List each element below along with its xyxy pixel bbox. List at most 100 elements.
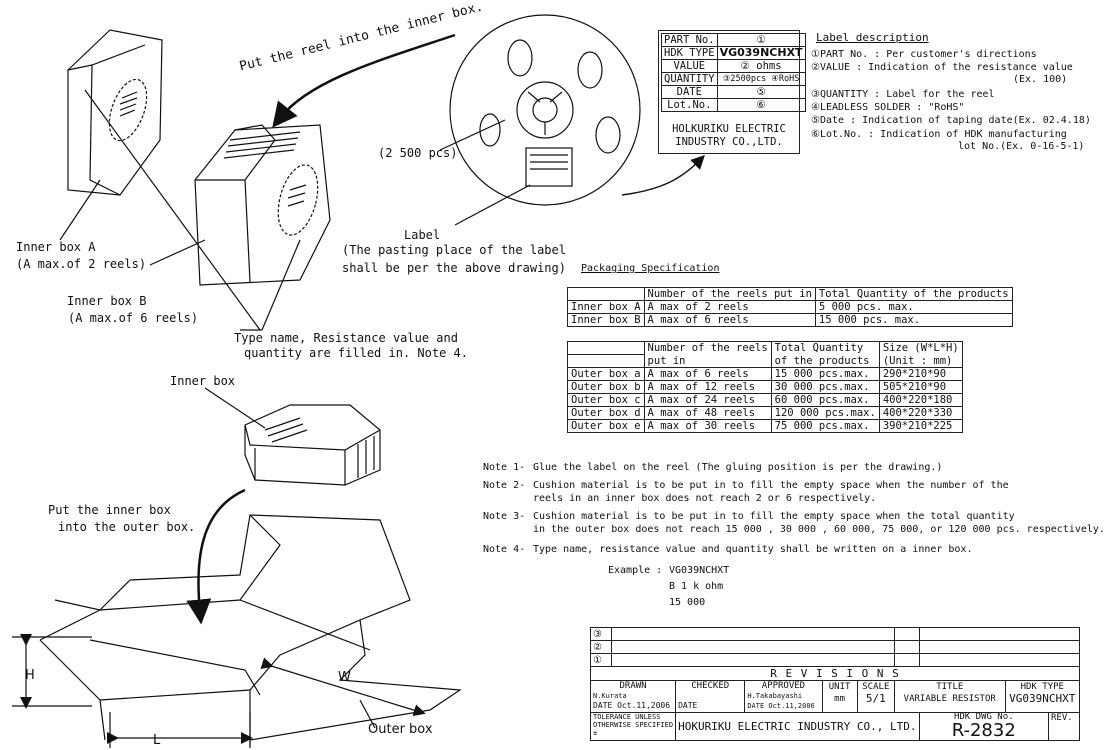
label-key: QUANTITY bbox=[661, 72, 718, 86]
label-key: Lot.No. bbox=[661, 98, 718, 112]
example-tag: Example : bbox=[608, 565, 663, 576]
table-cell: A max of 6 reels bbox=[643, 367, 772, 381]
note-3-text-line2: in the outer box does not reach 15 000 ,… bbox=[533, 524, 1105, 535]
table-cell: 30 000 pcs.max. bbox=[770, 380, 880, 394]
outer-box-caption: Outer box bbox=[368, 722, 433, 737]
table-cell: A max of 48 reels bbox=[643, 406, 772, 420]
unit-cell: UNIT mm bbox=[821, 680, 858, 713]
table-row: Number of the reels put in Total Quantit… bbox=[567, 287, 1013, 301]
table-cell: 15 000 pcs. max. bbox=[814, 313, 1013, 327]
table-header: Total Quantity of the products bbox=[814, 287, 1013, 301]
label-company-line2: INDUSTRY CO.,LTD. bbox=[675, 136, 783, 148]
note-3-tag: Note 3- bbox=[483, 511, 526, 522]
revision-cell bbox=[893, 627, 920, 641]
checked-date: DATE bbox=[678, 701, 698, 710]
scale-cell: SCALE 5/1 bbox=[856, 680, 895, 713]
put-inner-caption-2: into the outer box. bbox=[58, 520, 196, 534]
table-cell: Inner box B bbox=[567, 313, 645, 327]
table-header bbox=[567, 354, 645, 368]
revisions-header: R E V I S I O N S bbox=[590, 666, 1080, 681]
approved-label: APPROVED bbox=[761, 681, 806, 691]
packaging-title: Packaging Specification bbox=[581, 263, 720, 274]
scale-value: 5/1 bbox=[865, 692, 886, 705]
table-cell: Inner box A bbox=[567, 300, 645, 314]
note-1-text: Glue the label on the reel (The gluing p… bbox=[533, 462, 943, 473]
company-name: HOKURIKU ELECTRIC INDUSTRY CO., LTD. bbox=[675, 712, 920, 741]
revision-cell bbox=[611, 627, 895, 641]
hdk-type-value: VG039NCHXT bbox=[1009, 692, 1076, 705]
table-cell: 120 000 pcs.max. bbox=[770, 406, 880, 420]
table-header: put in bbox=[643, 354, 772, 368]
table-cell: Outer box e bbox=[567, 419, 645, 433]
table-cell: 15 000 pcs.max. bbox=[770, 367, 880, 381]
table-cell: A max of 24 reels bbox=[643, 393, 772, 407]
label-value: ② ohms bbox=[716, 59, 806, 73]
example-line3: 15 000 bbox=[669, 597, 706, 608]
drawn-label: DRAWN bbox=[619, 681, 647, 691]
dwg-no-value: R-2832 bbox=[951, 720, 1016, 741]
table-cell: 400*220*180 bbox=[878, 393, 963, 407]
tolerance-line1: TOLERANCE UNLESS bbox=[593, 713, 661, 721]
table-header: (Unit : mm) bbox=[878, 354, 963, 368]
hdk-type-label: HDK TYPE bbox=[1020, 682, 1064, 692]
inner-box-a-capacity: (A max.of 2 reels) bbox=[16, 257, 147, 271]
table-row: Outer box a A max of 6 reels 15 000 pcs.… bbox=[567, 367, 963, 381]
label-desc-line1: (The pasting place of the label bbox=[342, 243, 566, 257]
label-value: ⑤ bbox=[716, 85, 806, 99]
checked-label: CHECKED bbox=[691, 681, 730, 691]
table-cell: A max of 6 reels bbox=[643, 313, 816, 327]
table-row: DRAWN N.Kurata DATE Oct.11,2006 CHECKED … bbox=[589, 680, 1081, 713]
type-name-caption-2: quantity are filled in. Note 4. bbox=[244, 346, 468, 360]
label-description-line: ⑤Date : Indication of taping date(Ex. 02… bbox=[811, 115, 1091, 126]
table-row: PART No.① bbox=[661, 33, 806, 47]
table-header: Total Quantity bbox=[770, 341, 880, 355]
drawn-cell: DRAWN N.Kurata DATE Oct.11,2006 bbox=[589, 680, 677, 713]
unit-value: mm bbox=[834, 694, 846, 704]
table-cell: 75 000 pcs.max. bbox=[770, 419, 880, 433]
note-2-text-line2: reels in an inner box does not reach 2 o… bbox=[533, 493, 877, 504]
dimension-h: H bbox=[25, 668, 35, 683]
table-cell: 290*210*90 bbox=[878, 367, 963, 381]
table-cell: 390*210*225 bbox=[878, 419, 963, 433]
label-description-line: lot No.(Ex. 0-16-5-1) bbox=[958, 141, 1085, 152]
note-1-tag: Note 1- bbox=[483, 462, 526, 473]
example-line1: VG039NCHXT bbox=[669, 565, 730, 576]
inner-box-b-label: Inner box B bbox=[67, 294, 147, 308]
label-value: ⑥ bbox=[716, 98, 806, 112]
table-row: ③ bbox=[590, 627, 1080, 641]
inner-box-b-drawing bbox=[194, 124, 331, 286]
table-cell: 400*220*330 bbox=[878, 406, 963, 420]
inner-box-b-capacity: (A max.of 6 reels) bbox=[68, 311, 199, 325]
title-block: ③ ② ① R E V I S I O N S DRAWN N.Kurata D… bbox=[589, 627, 1081, 741]
dimension-l: L bbox=[153, 733, 161, 748]
table-row: ① bbox=[590, 653, 1080, 667]
label-description-line: ④LEADLESS SOLDER : "RoHS" bbox=[811, 102, 965, 113]
revision-cell bbox=[893, 653, 920, 667]
dwg-no-label: HDK DWG No. bbox=[953, 712, 1014, 722]
table-cell: Outer box d bbox=[567, 406, 645, 420]
revision-mark: ① bbox=[590, 653, 612, 667]
dimension-w: W bbox=[338, 670, 351, 685]
label-description-line: ①PART No. : Per customer's directions bbox=[811, 49, 1037, 60]
type-name-caption-1: Type name, Resistance value and bbox=[234, 331, 458, 345]
approved-name: H.Takabayashi bbox=[747, 692, 803, 700]
note-4-text: Type name, resistance value and quantity… bbox=[533, 544, 973, 555]
revision-mark: ③ bbox=[590, 627, 612, 641]
revision-cell bbox=[918, 627, 1080, 641]
table-header: Size (W*L*H) bbox=[878, 341, 963, 355]
checked-cell: CHECKED DATE bbox=[675, 680, 746, 713]
label-desc-line2: shall be per the above drawing) bbox=[342, 261, 566, 275]
label-key: HDK TYPE bbox=[661, 46, 718, 60]
table-row: Outer box e A max of 30 reels 75 000 pcs… bbox=[567, 419, 963, 433]
table-cell: 60 000 pcs.max. bbox=[770, 393, 880, 407]
example-line2: B 1 k ohm bbox=[669, 581, 724, 592]
reel-quantity-label: (2 500 pcs) bbox=[378, 146, 458, 160]
table-row: Inner box A A max of 2 reels 5 000 pcs. … bbox=[567, 300, 1013, 314]
approved-cell: APPROVED H.Takabayashi DATE Oct.11,2006 bbox=[744, 680, 823, 713]
table-header bbox=[567, 341, 645, 355]
note-2-tag: Note 2- bbox=[483, 480, 526, 491]
table-row: Lot.No.⑥ bbox=[661, 98, 806, 112]
